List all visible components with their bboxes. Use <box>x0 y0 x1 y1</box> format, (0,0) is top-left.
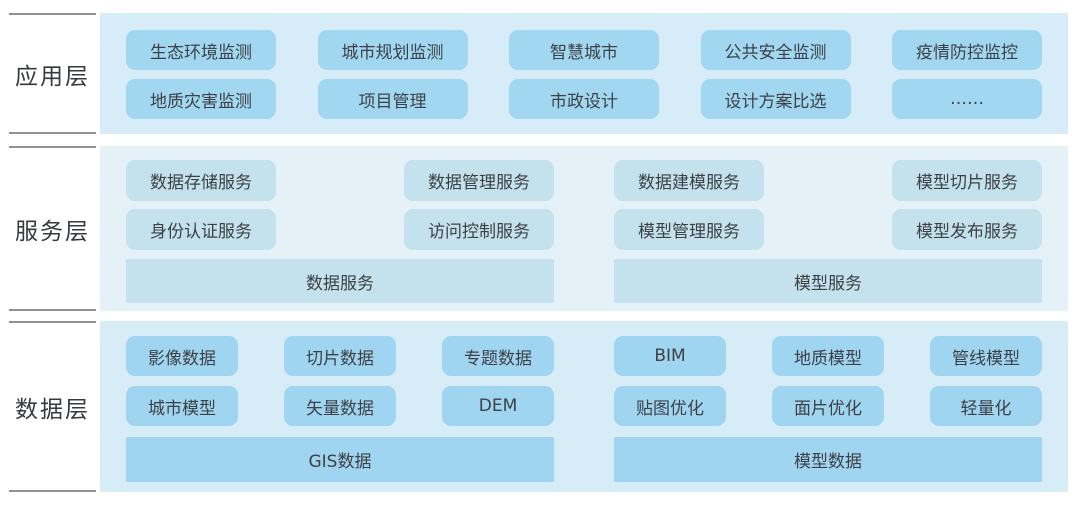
diagram-box: 模型管理服务 <box>614 209 764 250</box>
diagram-box: 模型切片服务 <box>892 160 1042 201</box>
layer-label-service: 服务层 <box>9 146 96 311</box>
layer-label-data: 数据层 <box>9 321 96 492</box>
diagram-box: 矢量数据 <box>284 386 396 426</box>
group-gis-data: 影像数据 切片数据 专题数据城市模型 矢量数据 DEM GIS数据 <box>126 336 554 482</box>
box-row: BIM 地质模型 管线模型 <box>614 336 1042 376</box>
diagram-box: 专题数据 <box>442 336 554 376</box>
box-row: 地质灾害监测 项目管理 市政设计 设计方案比选 …… <box>126 79 1042 119</box>
diagram-box: 生态环境监测 <box>126 30 276 70</box>
group-footer-box: 模型数据 <box>614 437 1042 482</box>
diagram-box: 智慧城市 <box>509 30 659 70</box>
group-footer-box: GIS数据 <box>126 437 554 482</box>
diagram-box: 项目管理 <box>317 79 468 119</box>
diagram-box: 数据存储服务 <box>126 160 276 201</box>
layer-application: 应用层生态环境监测 城市规划监测 智慧城市 公共安全监测 疫情防控监控地质灾害监测 项目管… <box>0 13 1080 134</box>
layer-service: 服务层数据存储服务 数据管理服务身份认证服务 访问控制服务数据服务 数据建模服务 模型切… <box>0 146 1080 311</box>
diagram-box: 数据建模服务 <box>614 160 764 201</box>
diagram-box: 城市模型 <box>126 386 238 426</box>
layer-panel-data: 影像数据 切片数据 专题数据城市模型 矢量数据 DEM GIS数据 BIM 地质模型 管线模型贴… <box>100 321 1068 492</box>
group-footer-box: 数据服务 <box>126 259 554 303</box>
diagram-box: …… <box>892 79 1042 119</box>
diagram-box: 贴图优化 <box>614 386 726 426</box>
layer-data: 数据层影像数据 切片数据 专题数据城市模型 矢量数据 DEM GIS数据 BIM 地质模型 管线… <box>0 321 1080 492</box>
box-row: 数据存储服务 数据管理服务 <box>126 160 554 201</box>
diagram-box: 数据管理服务 <box>404 160 554 201</box>
diagram-box: 影像数据 <box>126 336 238 376</box>
group-model-services: 数据建模服务 模型切片服务模型管理服务 模型发布服务模型服务 <box>614 160 1042 303</box>
diagram-box: 管线模型 <box>930 336 1042 376</box>
layer-panel-application: 生态环境监测 城市规划监测 智慧城市 公共安全监测 疫情防控监控地质灾害监测 项目管理 市政… <box>100 13 1068 134</box>
diagram-box: 市政设计 <box>509 79 659 119</box>
group-model-data: BIM 地质模型 管线模型贴图优化 面片优化 轻量化模型数据 <box>614 336 1042 482</box>
layer-panel-service: 数据存储服务 数据管理服务身份认证服务 访问控制服务数据服务 数据建模服务 模型切片服务… <box>100 146 1068 311</box>
box-row: 影像数据 切片数据 专题数据 <box>126 336 554 376</box>
diagram-box: 模型发布服务 <box>892 209 1042 250</box>
diagram-box: 城市规划监测 <box>317 30 468 70</box>
box-row: 模型管理服务 模型发布服务 <box>614 209 1042 250</box>
diagram-box: 身份认证服务 <box>126 209 276 250</box>
group-applications: 生态环境监测 城市规划监测 智慧城市 公共安全监测 疫情防控监控地质灾害监测 项目管理 市政… <box>126 30 1042 119</box>
diagram-box: 地质模型 <box>772 336 884 376</box>
diagram-box: 访问控制服务 <box>404 209 554 250</box>
box-row: 生态环境监测 城市规划监测 智慧城市 公共安全监测 疫情防控监控 <box>126 30 1042 70</box>
diagram-box: 面片优化 <box>772 386 884 426</box>
diagram-box: 地质灾害监测 <box>126 79 276 119</box>
diagram-box: BIM <box>614 336 726 376</box>
diagram-box: 公共安全监测 <box>700 30 851 70</box>
group-footer-box: 模型服务 <box>614 259 1042 303</box>
diagram-box: DEM <box>442 386 554 426</box>
box-row: 身份认证服务 访问控制服务 <box>126 209 554 250</box>
diagram-box: 轻量化 <box>930 386 1042 426</box>
diagram-box: 疫情防控监控 <box>892 30 1042 70</box>
layer-label-application: 应用层 <box>9 13 96 134</box>
box-row: 城市模型 矢量数据 DEM <box>126 386 554 426</box>
diagram-box: 设计方案比选 <box>700 79 851 119</box>
group-data-services: 数据存储服务 数据管理服务身份认证服务 访问控制服务数据服务 <box>126 160 554 303</box>
diagram-box: 切片数据 <box>284 336 396 376</box>
box-row: 数据建模服务 模型切片服务 <box>614 160 1042 201</box>
box-row: 贴图优化 面片优化 轻量化 <box>614 386 1042 426</box>
